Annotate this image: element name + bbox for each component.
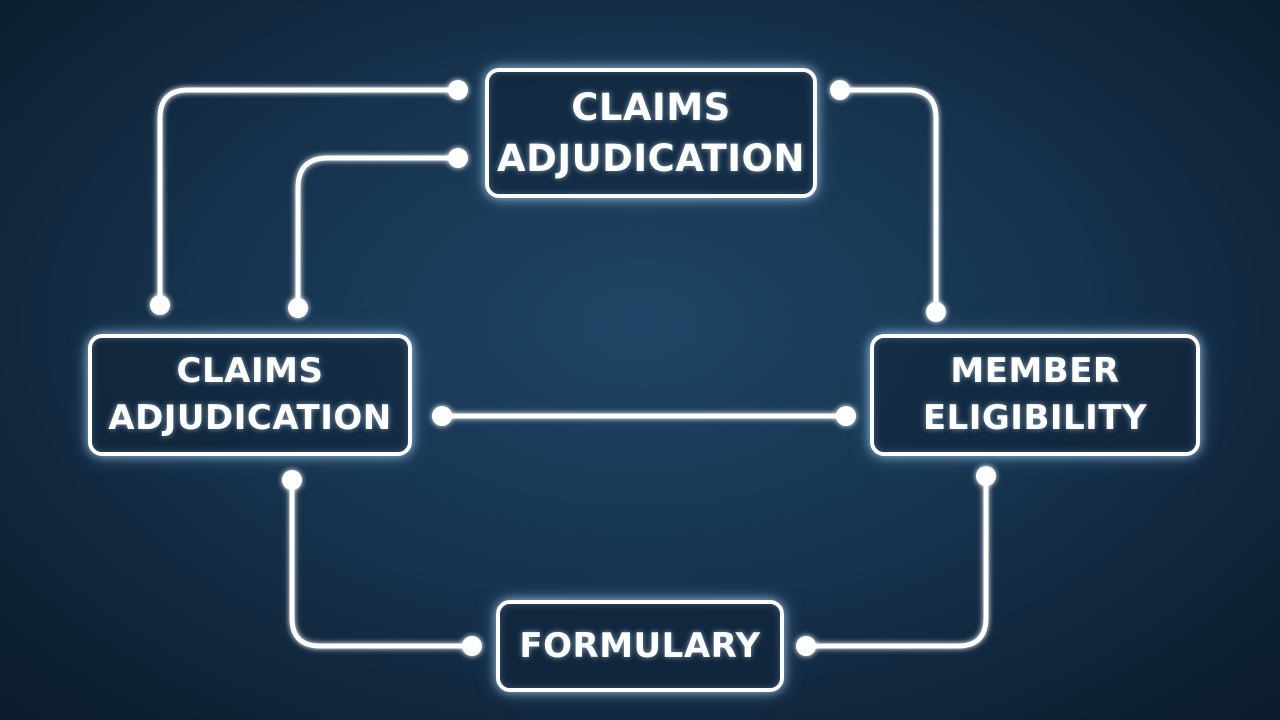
connector-endpoint bbox=[448, 148, 468, 168]
node-label-line2: ADJUDICATION bbox=[497, 137, 805, 180]
connector-endpoint bbox=[836, 406, 856, 426]
node-member-eligibility[interactable]: MEMBER ELIGIBILITY bbox=[870, 334, 1200, 456]
connector-top-right bbox=[837, 87, 939, 315]
connector-bottom-right bbox=[803, 473, 989, 649]
connector-left-top-outer bbox=[157, 87, 461, 308]
connector-endpoint bbox=[448, 80, 468, 100]
connector-left-top-inner bbox=[295, 155, 461, 311]
node-label-line2: ELIGIBILITY bbox=[922, 398, 1148, 438]
node-label-line1: CLAIMS bbox=[176, 351, 324, 392]
connector-endpoint bbox=[462, 636, 482, 656]
node-label-line1: MEMBER bbox=[950, 351, 1120, 392]
connector-endpoint bbox=[926, 302, 946, 322]
connector-endpoint bbox=[830, 80, 850, 100]
connector-endpoint bbox=[288, 298, 308, 318]
node-label-line2: ADJUDICATION bbox=[108, 398, 392, 438]
node-claims-adjudication-left[interactable]: CLAIMS ADJUDICATION bbox=[88, 334, 412, 456]
connector-endpoint bbox=[976, 466, 996, 486]
connector-endpoint bbox=[432, 406, 452, 426]
connector-endpoint bbox=[150, 295, 170, 315]
node-label-line1: CLAIMS bbox=[571, 85, 731, 129]
node-label-line1: FORMULARY bbox=[519, 625, 761, 666]
connector-endpoint bbox=[796, 636, 816, 656]
connector-endpoint bbox=[282, 470, 302, 490]
node-claims-adjudication-top[interactable]: CLAIMS ADJUDICATION bbox=[485, 68, 817, 198]
node-formulary[interactable]: FORMULARY bbox=[496, 600, 784, 692]
connector-left-bottom bbox=[289, 477, 475, 649]
